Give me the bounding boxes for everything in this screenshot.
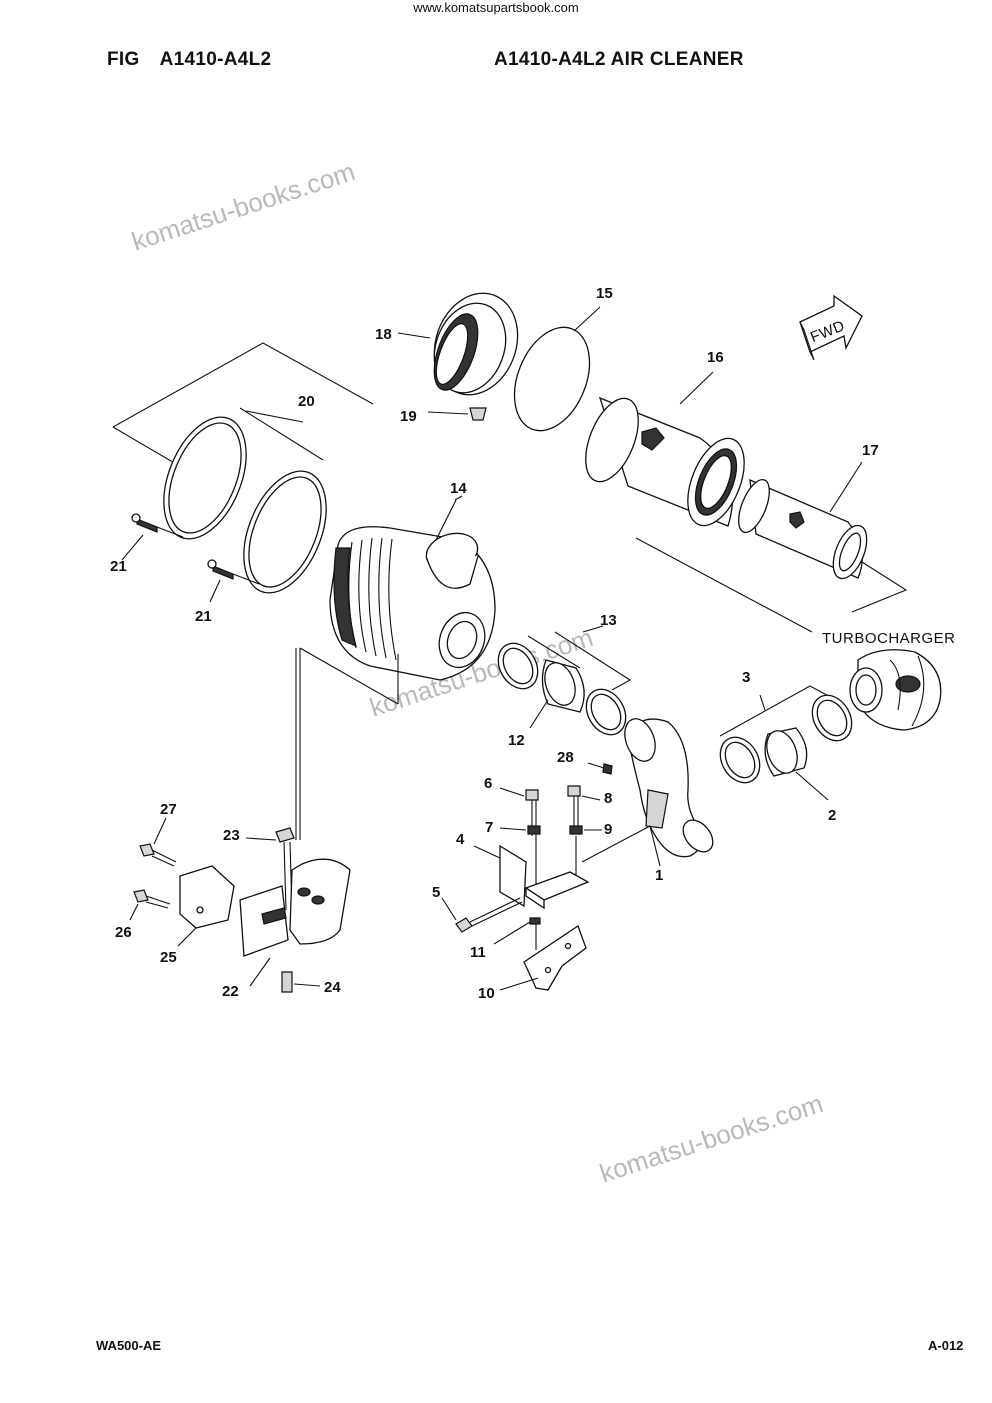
part-12-hose	[529, 659, 585, 729]
callout-15: 15	[596, 285, 613, 302]
site-url: www.komatsupartsbook.com	[413, 0, 579, 15]
callout-28: 28	[557, 749, 574, 766]
part-6-8-bolts	[499, 785, 601, 836]
part-4-bracket	[473, 844, 590, 910]
mount-guide-lines	[295, 647, 399, 840]
callout-24: 24	[324, 979, 341, 996]
callout-10: 10	[478, 985, 495, 1002]
part-28-plug	[587, 762, 613, 775]
part-24-pin	[281, 971, 321, 993]
callout-numbers: 1 2 3 4 5 6 7 8 9 10 11 12 13 14 15 16 1…	[110, 285, 879, 1002]
callout-8: 8	[604, 790, 612, 807]
part-15-seal-ring	[513, 306, 601, 432]
callout-4: 4	[456, 831, 465, 848]
fig-label: FIG	[107, 49, 140, 70]
part-19-evacuator-valve	[427, 407, 487, 421]
model-footer: WA500-AE	[96, 1338, 162, 1353]
part-2-hose	[764, 727, 829, 801]
callout-11: 11	[470, 944, 486, 961]
turbocharger: TURBOCHARGER	[822, 630, 956, 731]
callout-19: 19	[400, 408, 417, 425]
part-25-bracket	[177, 865, 235, 947]
part-18-cover	[397, 292, 519, 396]
part-1-elbow	[581, 718, 714, 867]
callout-13: 13	[600, 612, 617, 629]
part-26-27-bolts	[129, 817, 177, 921]
callout-18: 18	[375, 326, 392, 343]
callout-3: 3	[742, 669, 750, 686]
turbocharger-label: TURBOCHARGER	[822, 630, 956, 647]
callout-27: 27	[160, 801, 177, 818]
callout-2: 2	[828, 807, 836, 824]
part-22-support	[239, 858, 351, 987]
part-21-clamp-bolts	[121, 513, 260, 603]
callout-6: 6	[484, 775, 492, 792]
callout-21-upper: 21	[110, 558, 127, 575]
part-14-air-cleaner-body	[329, 495, 496, 681]
part-16-outer-element	[585, 371, 745, 527]
part-17-inner-element	[635, 461, 908, 633]
part-5-bolt	[441, 897, 523, 933]
callout-23: 23	[223, 827, 240, 844]
figure-number: FIG A1410-A4L2	[107, 49, 271, 71]
fig-code: A1410-A4L2	[159, 49, 272, 70]
page-title: A1410-A4L2 AIR CLEANER	[494, 49, 744, 70]
part-7-9-washers	[499, 825, 602, 900]
part-10-plate	[499, 925, 587, 991]
fwd-arrow: FWD	[799, 294, 863, 361]
callout-22: 22	[222, 983, 239, 1000]
part-13-hose-clamps	[497, 625, 632, 736]
callout-20: 20	[298, 393, 315, 410]
callout-7: 7	[485, 819, 493, 836]
callout-1: 1	[655, 867, 663, 884]
callout-5: 5	[432, 884, 440, 901]
callout-14: 14	[450, 480, 467, 497]
callout-12: 12	[508, 732, 525, 749]
callout-16: 16	[707, 349, 724, 366]
callout-21-lower: 21	[195, 608, 212, 625]
callout-17: 17	[862, 442, 879, 459]
callout-25: 25	[160, 949, 177, 966]
page-number: A-012	[928, 1338, 964, 1353]
callout-9: 9	[604, 821, 612, 838]
part-3-hose-clamps	[719, 685, 853, 784]
part-11-nut	[493, 917, 541, 950]
part-20-clamp-bands	[112, 342, 374, 594]
callout-26: 26	[115, 924, 132, 941]
